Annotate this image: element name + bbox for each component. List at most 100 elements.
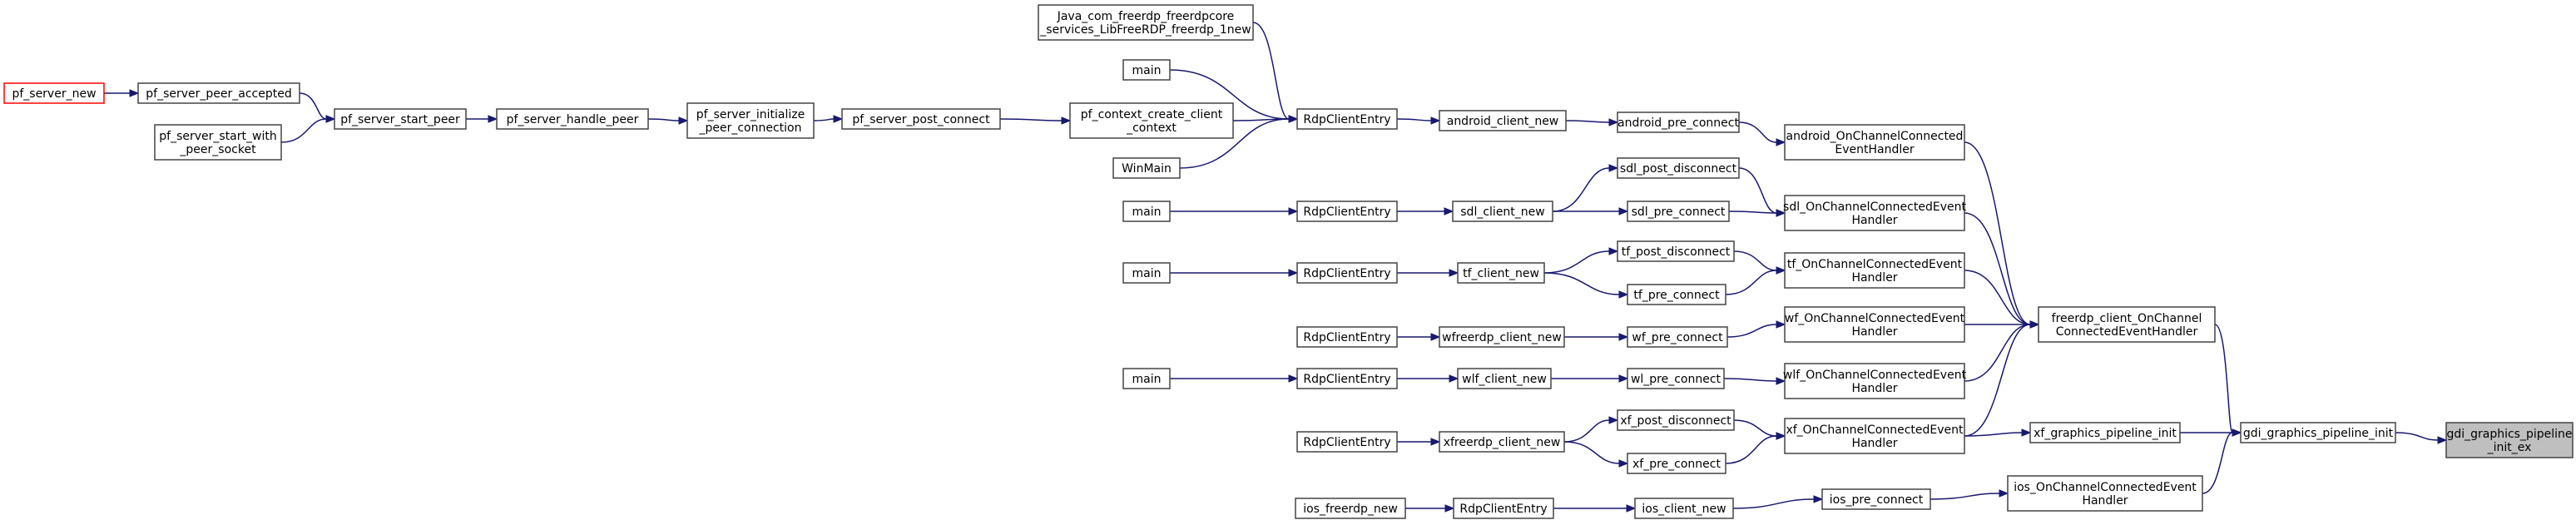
node-xf-pre-connect-20[interactable]: xf_pre_connect: [1627, 453, 1726, 474]
arrowhead: [1449, 269, 1459, 277]
node-freerdp-client-onchannelconnectedeventhandler-2[interactable]: freerdp_client_OnChannelConnectedEventHa…: [2038, 306, 2216, 343]
edge-pf_spc-to-pf_ccc: [999, 116, 1072, 125]
node-tf-client-new-24[interactable]: tf_client_new: [1457, 262, 1545, 284]
node-label: Handler: [1851, 214, 1897, 227]
node-rdpcliententry-28[interactable]: RdpClientEntry: [1296, 108, 1398, 130]
node-box: [1821, 488, 1931, 510]
node-xf-graphics-pipeline-init-3[interactable]: xf_graphics_pipeline_init: [2029, 422, 2181, 443]
node-label: _peer_socket: [179, 143, 256, 156]
node-gdi-graphics-pipeline-init-1[interactable]: gdi_graphics_pipeline_init: [2240, 422, 2396, 443]
node-main-37[interactable]: main: [1122, 59, 1171, 81]
node-label: RdpClientEntry: [1303, 206, 1390, 219]
arrowhead: [1061, 116, 1072, 125]
node-wlf-client-new-26[interactable]: wlf_client_new: [1457, 368, 1552, 389]
node-rdpcliententry-34[interactable]: RdpClientEntry: [1453, 498, 1554, 519]
node-sdl-post-disconnect-13[interactable]: sdl_post_disconnect: [1617, 157, 1740, 179]
node-box: [1439, 110, 1567, 131]
node-label: android_OnChannelConnected: [1786, 130, 1964, 143]
edge-rce_top-to-and_cn: [1396, 116, 1441, 125]
edge-ios_fn-to-rce_ios: [1405, 504, 1455, 513]
node-label: sdl_OnChannelConnectedEvent: [1783, 201, 1966, 214]
edge-sdl_post-to-sdl_occeh: [1738, 167, 1786, 217]
node-xf-post-disconnect-19[interactable]: xf_post_disconnect: [1617, 409, 1735, 431]
node-pf-server-post-connect-43[interactable]: pf_server_post_connect: [841, 108, 1001, 130]
arrowhead: [1776, 209, 1786, 217]
node-rdpcliententry-31[interactable]: RdpClientEntry: [1296, 326, 1398, 348]
node-rdpcliententry-32[interactable]: RdpClientEntry: [1296, 368, 1398, 389]
node-gdi-graphics-pipeline-init-ex-0[interactable]: gdi_graphics_pipeline_init_ex: [2445, 422, 2574, 458]
node-box: [1439, 326, 1565, 348]
edge-line: [813, 118, 835, 121]
node-ios-freerdp-new-35[interactable]: ios_freerdp_new: [1295, 498, 1406, 519]
edge-pf_sn-to-pf_spa: [104, 89, 140, 97]
node-java-com-freerdp-freerdpcore-services-libfreerdp-freerdp-1new-36[interactable]: Java_com_freerdp_freerdpcore_services_Li…: [1038, 4, 1254, 41]
node-main-40[interactable]: main: [1122, 201, 1171, 222]
node-label: pf_server_start_peer: [340, 113, 460, 126]
node-main-41[interactable]: main: [1122, 262, 1171, 284]
node-box: [2007, 475, 2203, 512]
node-box: [1617, 409, 1735, 431]
edge-rce_wf-to-wf_cn: [1397, 333, 1441, 341]
node-pf-server-start-peer-46[interactable]: pf_server_start_peer: [334, 108, 467, 130]
node-box: [1122, 368, 1171, 389]
node-pf-server-handle-peer-45[interactable]: pf_server_handle_peer: [496, 108, 649, 130]
node-pf-server-start-with-peer-socket-48[interactable]: pf_server_start_with_peer_socket: [154, 124, 282, 161]
edge-line: [1964, 141, 2031, 325]
node-wfreerdp-client-new-25[interactable]: wfreerdp_client_new: [1439, 326, 1565, 348]
edge-wf_cn-to-wf_pre: [1564, 333, 1629, 341]
node-wf-pre-connect-17[interactable]: wf_pre_connect: [1627, 326, 1728, 348]
arrowhead: [2029, 320, 2040, 329]
node-pf-server-initialize-peer-connection-44[interactable]: pf_server_initialize_peer_connection: [686, 102, 815, 139]
edge-sdl_cn-to-sdl_post: [1552, 164, 1619, 212]
arrowhead: [1626, 504, 1637, 513]
node-android-client-new-22[interactable]: android_client_new: [1439, 110, 1567, 131]
node-label: tf_pre_connect: [1633, 289, 1720, 302]
node-label: Handler: [2082, 494, 2128, 508]
node-box: [1784, 363, 1965, 399]
node-box: [1296, 108, 1398, 130]
node-box: [1457, 262, 1545, 284]
node-box: [2029, 422, 2181, 443]
node-box: [1453, 498, 1554, 519]
edge-tf_cn-to-tf_pre: [1543, 272, 1629, 299]
node-sdl-pre-connect-14[interactable]: sdl_pre_connect: [1627, 201, 1730, 222]
arrowhead: [1288, 374, 1299, 383]
edge-winmain-to-rce_top: [1179, 115, 1299, 169]
node-pf-server-new-49[interactable]: pf_server_new: [3, 82, 105, 104]
node-ios-pre-connect-11[interactable]: ios_pre_connect: [1821, 488, 1931, 510]
node-box: [1784, 418, 1965, 454]
node-ios-client-new-21[interactable]: ios_client_new: [1634, 498, 1734, 519]
node-winmain-39[interactable]: WinMain: [1112, 157, 1181, 179]
node-tf-post-disconnect-15[interactable]: tf_post_disconnect: [1617, 240, 1735, 262]
node-pf-context-create-client-context-38[interactable]: pf_context_create_client_context: [1069, 102, 1234, 139]
node-rdpcliententry-33[interactable]: RdpClientEntry: [1296, 431, 1398, 453]
node-label: pf_server_handle_peer: [507, 113, 639, 126]
edge-main_tf-to-rce_tf: [1170, 269, 1299, 277]
node-label: sdl_pre_connect: [1632, 206, 1726, 219]
node-sdl-client-new-23[interactable]: sdl_client_new: [1452, 201, 1553, 222]
node-android-pre-connect-12[interactable]: android_pre_connect: [1617, 111, 1740, 133]
node-label: xfreerdp_client_new: [1444, 436, 1561, 449]
node-main-42[interactable]: main: [1122, 368, 1171, 389]
node-xfreerdp-client-new-27[interactable]: xfreerdp_client_new: [1439, 431, 1565, 453]
node-tf-pre-connect-16[interactable]: tf_pre_connect: [1627, 284, 1726, 305]
node-label: _services_LibFreeRDP_freerdp_1new: [1039, 23, 1251, 37]
node-rdpcliententry-29[interactable]: RdpClientEntry: [1296, 201, 1398, 222]
arrowhead: [1608, 247, 1619, 255]
edge-rce_sdl-to-sdl_cn: [1397, 207, 1454, 215]
arrowhead: [1608, 118, 1619, 126]
edge-ios_cn-to-ios_pre: [1732, 495, 1824, 509]
node-pf-server-peer-accepted-47[interactable]: pf_server_peer_accepted: [137, 82, 300, 104]
edge-line: [1930, 493, 2000, 500]
node-wl-pre-connect-18[interactable]: wl_pre_connect: [1627, 368, 1725, 389]
edge-sdl_pre-to-sdl_occeh: [1728, 209, 1786, 217]
edge-pf_sswps-to-pf_ssp: [280, 115, 336, 143]
node-rdpcliententry-30[interactable]: RdpClientEntry: [1296, 262, 1398, 284]
